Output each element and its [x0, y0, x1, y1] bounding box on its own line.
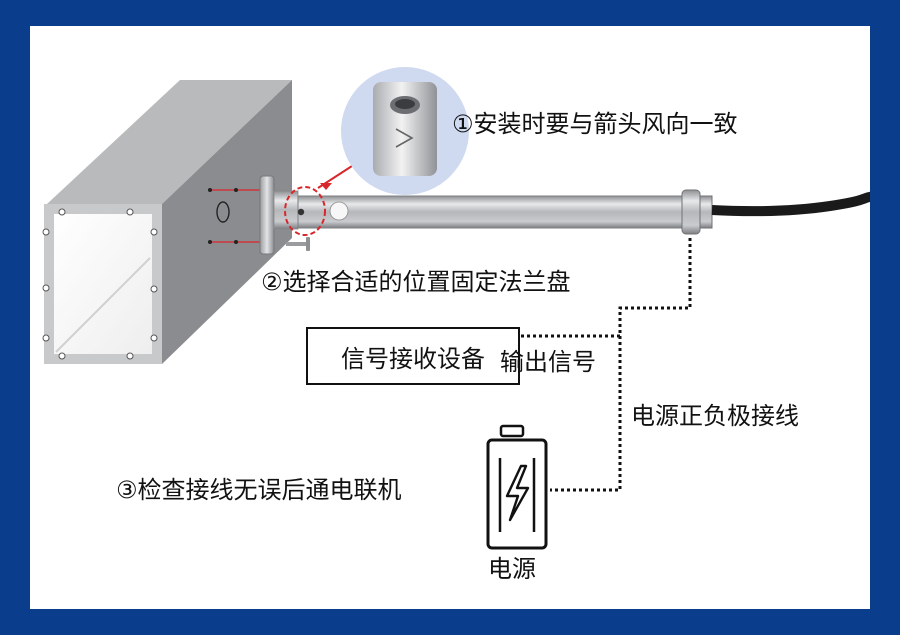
installation-illustration — [42, 67, 870, 550]
sensor-probe — [297, 189, 870, 235]
signal-receiver-box: 信号接收设备 — [306, 327, 520, 385]
step-1-text: ①安装时要与箭头风向一致 — [452, 110, 738, 138]
power-wiring-label: 电源正负极接线 — [631, 402, 799, 430]
step-2-text: ②选择合适的位置固定法兰盘 — [261, 268, 571, 296]
duct — [42, 80, 292, 364]
signal-receiver-label: 信号接收设备 — [341, 344, 485, 373]
battery-icon — [486, 424, 548, 550]
output-signal-label: 输出信号 — [500, 348, 596, 376]
wiring — [504, 238, 692, 492]
zoom-callout — [284, 67, 469, 236]
lightning-icon — [505, 464, 530, 522]
step-3-text: ③检查接线无误后通电联机 — [116, 476, 402, 504]
power-source-label: 电源 — [488, 555, 536, 583]
diagram-frame: ①安装时要与箭头风向一致 ②选择合适的位置固定法兰盘 信号接收设备 输出信号 电… — [30, 26, 870, 609]
flange — [259, 175, 299, 255]
screw — [286, 237, 310, 251]
